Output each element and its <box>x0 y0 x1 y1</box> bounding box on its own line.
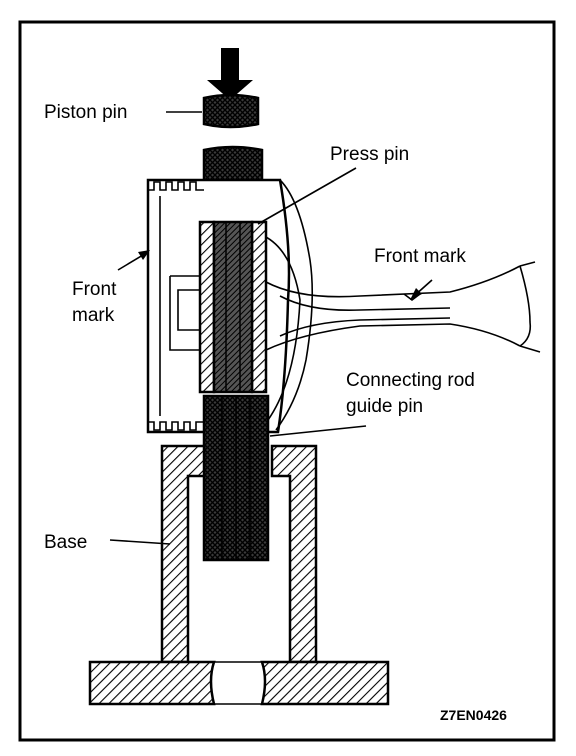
rod-small-end <box>198 220 268 394</box>
leader-front-mark-rod <box>410 279 433 300</box>
label-front-mark-piston-line2: mark <box>72 305 115 326</box>
base-part <box>88 444 390 706</box>
press-arrow-icon <box>207 48 253 100</box>
leader-press-pin <box>257 167 357 225</box>
figure-border <box>18 20 556 742</box>
figure-code: Z7EN0426 <box>440 707 507 723</box>
label-piston-pin: Piston pin <box>44 102 127 123</box>
leader-front-mark-piston <box>117 250 150 271</box>
label-guide-pin-line2: guide pin <box>346 396 423 417</box>
label-front-mark-rod: Front mark <box>374 246 466 267</box>
connecting-rod <box>265 261 541 353</box>
piston-pin-part <box>202 93 260 129</box>
label-front-mark-piston-line1: Front <box>72 279 117 300</box>
leader-base <box>109 539 171 545</box>
label-press-pin: Press pin <box>330 144 409 165</box>
leader-guide-pin <box>269 425 367 437</box>
label-base: Base <box>44 532 87 553</box>
connecting-rod-guide-pin <box>202 394 270 562</box>
label-guide-pin-line1: Connecting rod <box>346 370 475 391</box>
